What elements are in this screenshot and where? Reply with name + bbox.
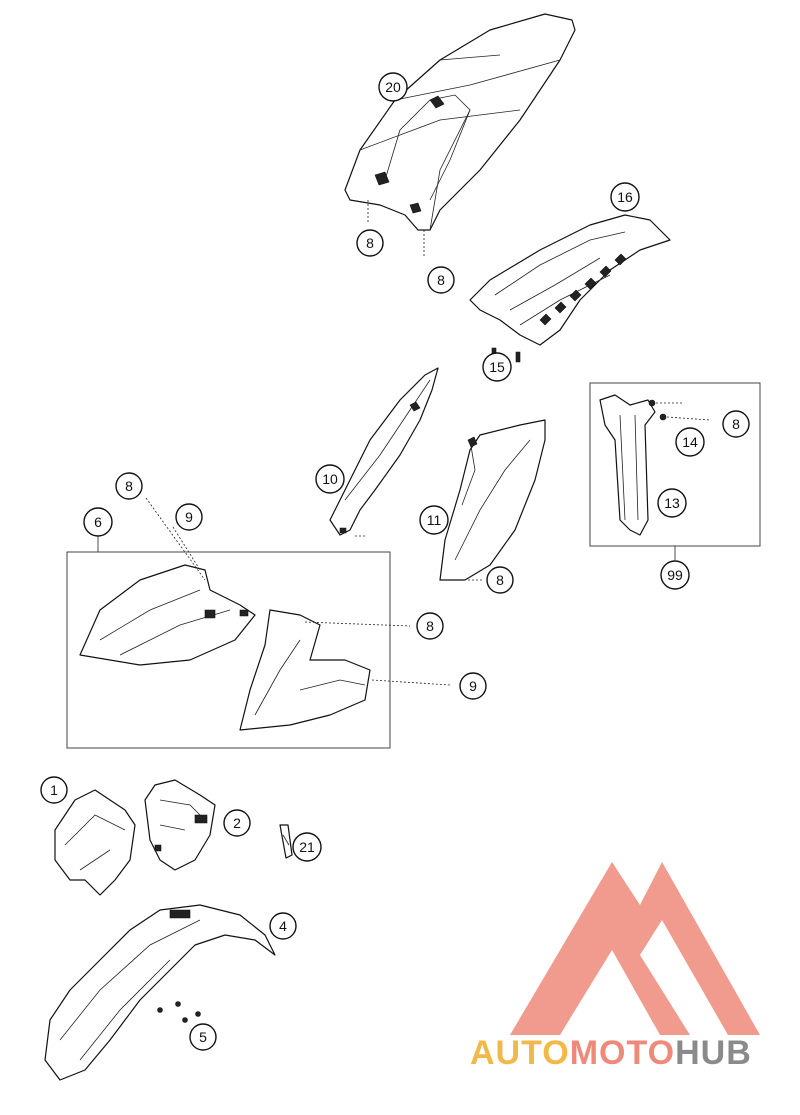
svg-text:9: 9 (185, 509, 193, 525)
svg-text:6: 6 (94, 514, 102, 530)
svg-text:20: 20 (385, 79, 401, 95)
svg-text:4: 4 (279, 918, 287, 934)
callout-5: 5 (189, 1023, 217, 1051)
callout-15: 15 (482, 352, 512, 382)
callout-8-d: 8 (486, 566, 514, 594)
callout-8-e: 8 (115, 472, 143, 500)
svg-text:13: 13 (664, 495, 680, 511)
callout-1: 1 (40, 776, 68, 804)
seat-base-part (469, 214, 671, 363)
svg-text:16: 16 (617, 189, 633, 205)
right-side-panel-part (439, 419, 546, 581)
left-side-panel-part (329, 367, 439, 537)
callout-9-a: 9 (175, 503, 203, 531)
svg-text:10: 10 (322, 471, 338, 487)
callout-14: 14 (675, 427, 705, 457)
rear-fender-part (344, 13, 576, 256)
callout-6: 6 (83, 507, 113, 537)
svg-text:1: 1 (50, 782, 58, 798)
strap-part (279, 824, 293, 859)
svg-text:8: 8 (426, 618, 434, 634)
watermark-mark-icon (510, 862, 760, 1035)
svg-text:99: 99 (667, 567, 683, 583)
watermark-text: AUTOMOTOHUB (470, 1034, 752, 1072)
callout-8-a: 8 (356, 229, 384, 257)
callout-10: 10 (315, 464, 345, 494)
svg-text:9: 9 (469, 678, 477, 694)
callout-8-f: 8 (416, 612, 444, 640)
svg-text:8: 8 (496, 572, 504, 588)
watermark-moto: MOTO (570, 1034, 675, 1072)
svg-text:21: 21 (299, 839, 315, 855)
callout-11: 11 (419, 505, 449, 535)
callout-8-b: 8 (427, 266, 455, 294)
svg-text:8: 8 (437, 272, 445, 288)
callout-2: 2 (223, 809, 251, 837)
group-6-box (66, 497, 451, 749)
svg-text:2: 2 (233, 815, 241, 831)
front-fender-part (44, 904, 276, 1081)
svg-text:14: 14 (682, 434, 698, 450)
watermark-logo (510, 862, 760, 1035)
svg-text:5: 5 (199, 1029, 207, 1045)
callout-21: 21 (292, 832, 322, 862)
svg-text:8: 8 (366, 235, 374, 251)
callout-16: 16 (610, 182, 640, 212)
callout-13: 13 (657, 488, 687, 518)
callout-20: 20 (378, 72, 408, 102)
watermark-auto: AUTO (470, 1034, 570, 1072)
callout-8-c: 8 (722, 410, 750, 438)
svg-text:8: 8 (732, 416, 740, 432)
svg-text:11: 11 (427, 512, 442, 528)
svg-text:15: 15 (489, 359, 505, 375)
headlight-housing-part (144, 779, 216, 871)
group-99-box (589, 382, 761, 560)
svg-text:8: 8 (125, 478, 133, 494)
watermark-hub: HUB (675, 1034, 752, 1072)
callout-9-b: 9 (459, 672, 487, 700)
callout-99: 99 (660, 560, 690, 590)
callout-4: 4 (269, 912, 297, 940)
headlight-mask-part (54, 789, 136, 896)
